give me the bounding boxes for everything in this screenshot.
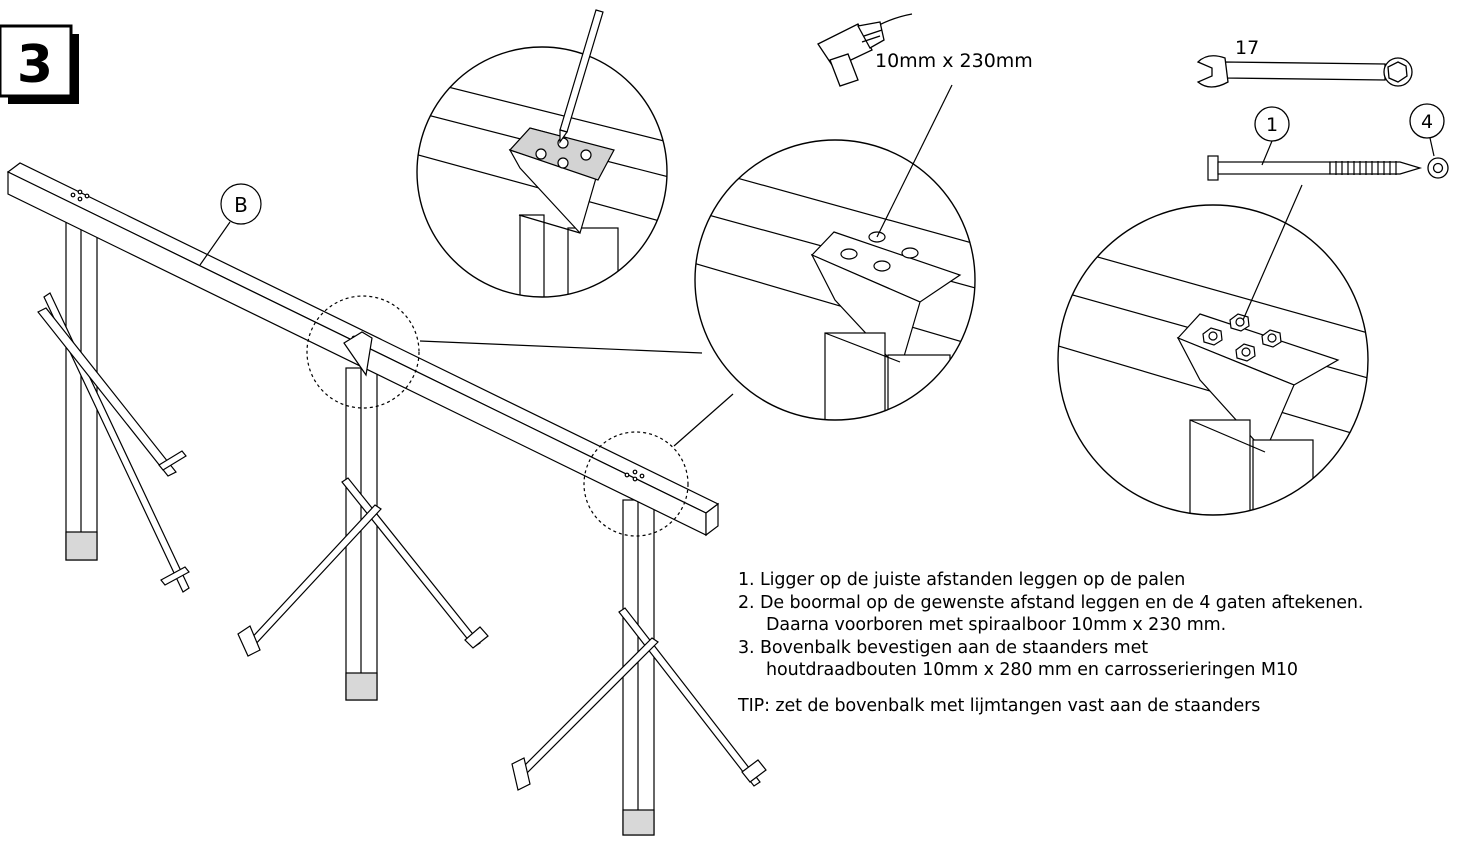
washer-icon bbox=[1427, 157, 1449, 179]
bolt-callout-label: 1 bbox=[1266, 114, 1278, 136]
top-beam bbox=[6, 162, 720, 537]
drill-size-label: 10mm x 230mm bbox=[875, 50, 1033, 72]
tip-text: TIP: zet de bovenbalk met lijmtangen vas… bbox=[738, 695, 1261, 716]
beam-callout-label: B bbox=[234, 193, 248, 217]
drill-icon bbox=[817, 13, 913, 87]
detail-marking bbox=[416, 9, 668, 298]
detail-holes bbox=[694, 84, 976, 421]
bolt-head-3 bbox=[1235, 343, 1256, 362]
brace-left bbox=[37, 292, 190, 593]
bolt-head-1 bbox=[1202, 327, 1223, 346]
bolt-icon bbox=[1207, 155, 1423, 181]
detail-marker-2 bbox=[583, 431, 689, 537]
detail-marker-1 bbox=[306, 295, 420, 409]
washer-callout-label: 4 bbox=[1421, 111, 1433, 133]
brace-right bbox=[511, 607, 767, 791]
detail-bolts bbox=[1057, 184, 1369, 516]
main-structure: B bbox=[6, 162, 767, 836]
wrench-size-label: 17 bbox=[1235, 37, 1259, 59]
bolt-head-4 bbox=[1261, 329, 1282, 348]
wrench-icon bbox=[1196, 55, 1413, 88]
instruction-1: 1. Ligger op de juiste afstanden leggen … bbox=[738, 570, 1186, 590]
instruction-2: 2. De boormal op de gewenste afstand leg… bbox=[738, 592, 1364, 613]
brace-middle bbox=[237, 477, 489, 657]
step-badge: 3 bbox=[0, 24, 79, 104]
post-right bbox=[622, 499, 655, 836]
instructions: 1. Ligger op de juiste afstanden leggen … bbox=[738, 569, 1463, 717]
instruction-3-continued: houtdraadbouten 10mm x 280 mm en carross… bbox=[766, 660, 1298, 680]
pencil-icon bbox=[559, 9, 604, 144]
instruction-3: 3. Bovenbalk bevestigen aan de staanders… bbox=[738, 637, 1149, 658]
step-number: 3 bbox=[17, 35, 53, 95]
instruction-2-continued: Daarna voorboren met spiraalboor 10mm x … bbox=[766, 615, 1227, 635]
